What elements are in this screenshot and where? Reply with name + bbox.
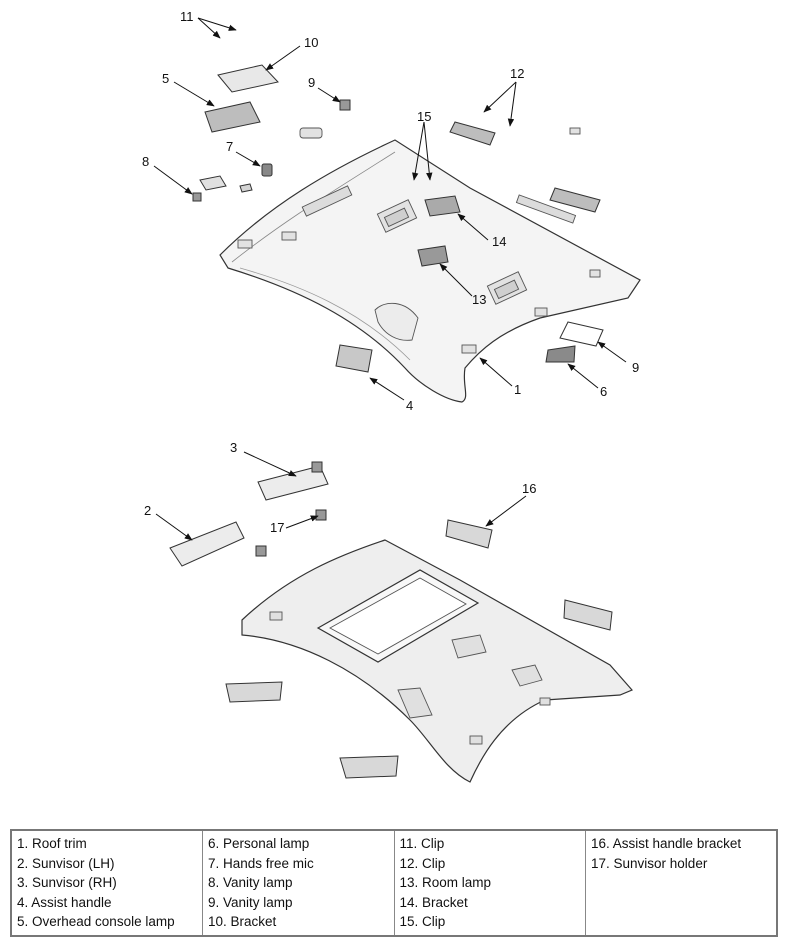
- callout-2: 2: [144, 503, 151, 518]
- legend-item: 3. Sunvisor (RH): [17, 875, 117, 890]
- legend-column-1: 1. Roof trim 2. Sunvisor (LH) 3. Sunviso…: [10, 829, 203, 936]
- bottom-trim-details: [269, 569, 551, 745]
- legend-item: 5. Overhead console lamp: [17, 914, 175, 929]
- callout-1: 1: [514, 382, 521, 397]
- callout-4: 4: [406, 398, 413, 413]
- callout-10: 10: [304, 35, 318, 50]
- legend-item: 4. Assist handle: [17, 894, 112, 910]
- callout-9-top: 9: [308, 75, 315, 90]
- callout-arrows: [153, 17, 627, 541]
- legend-item: 1. Roof trim: [17, 836, 87, 851]
- bottom-separate-parts: [169, 461, 613, 779]
- callout-17: 17: [270, 520, 284, 535]
- callout-16: 16: [522, 481, 536, 496]
- roof-trim-bottom: [241, 539, 634, 783]
- legend-item: 14. Bracket: [399, 894, 468, 910]
- top-trim-details: [237, 127, 601, 354]
- legend-item: 11. Clip: [399, 836, 445, 851]
- legend-column-3: 11. Clip 12. Clip 13. Room lamp 14. Brac…: [393, 829, 586, 936]
- callout-15: 15: [417, 109, 431, 124]
- legend-item: 6. Personal lamp: [208, 836, 310, 851]
- callout-12: 12: [510, 66, 524, 81]
- callout-8: 8: [142, 154, 149, 169]
- callout-11: 11: [180, 9, 194, 24]
- legend-item: 12. Clip: [399, 855, 446, 871]
- callout-13: 13: [472, 292, 486, 307]
- legend-item: 7. Hands free mic: [208, 855, 314, 871]
- callout-7: 7: [226, 139, 233, 154]
- legend-item: 15. Clip: [399, 914, 446, 929]
- callout-labels: 11 10 5 9 12 15 7 8 14 13 9 6 1 4 3 16 2…: [142, 9, 639, 535]
- legend-item: 2. Sunvisor (LH): [17, 855, 115, 871]
- legend-item: 17. Sunvisor holder: [591, 855, 708, 871]
- legend-column-4: 16. Assist handle bracket 17. Sunvisor h…: [585, 829, 778, 936]
- parts-legend-table: 1. Roof trim 2. Sunvisor (LH) 3. Sunviso…: [10, 829, 778, 937]
- legend-column-2: 6. Personal lamp 7. Hands free mic 8. Va…: [202, 829, 395, 936]
- exploded-parts-diagram: 11 10 5 9 12 15 7 8 14 13 9 6 1 4 3 16 2…: [142, 9, 641, 783]
- legend-item: 16. Assist handle bracket: [591, 836, 742, 851]
- legend-item: 8. Vanity lamp: [208, 875, 293, 890]
- callout-14: 14: [492, 234, 506, 249]
- callout-3: 3: [230, 440, 237, 455]
- callout-5: 5: [162, 71, 169, 86]
- legend-item: 9. Vanity lamp: [208, 894, 293, 910]
- legend-item: 13. Room lamp: [399, 875, 492, 890]
- callout-9-right: 9: [632, 360, 639, 375]
- legend-row: 1. Roof trim 2. Sunvisor (LH) 3. Sunviso…: [10, 829, 778, 936]
- legend-item: 10. Bracket: [208, 914, 277, 929]
- top-separate-parts: [192, 64, 604, 373]
- callout-6: 6: [600, 384, 607, 399]
